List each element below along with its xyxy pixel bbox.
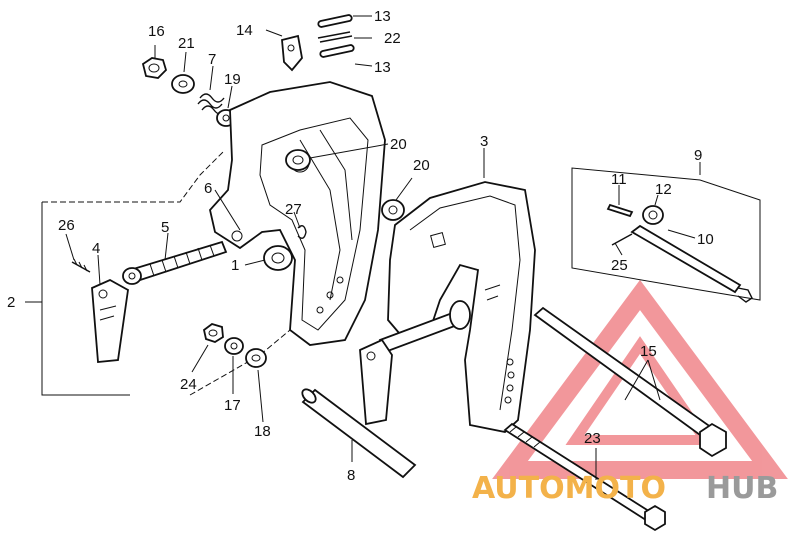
- pin-11: [606, 203, 634, 218]
- nut-16: [141, 57, 168, 79]
- washer-18: [245, 348, 267, 368]
- lever-4: [91, 278, 129, 363]
- watermark-automoto: AUTOMOTO: [472, 471, 666, 506]
- callout-24: 24: [180, 376, 197, 393]
- callout-9: 9: [694, 147, 702, 164]
- callout-labels: 16 21 7 19 14 13 22 13 20 20 3 9 11 12 1…: [7, 8, 714, 484]
- callout-13b: 13: [374, 59, 391, 76]
- bolt-23: [503, 422, 666, 532]
- callout-18: 18: [254, 423, 271, 440]
- callout-15: 15: [640, 343, 657, 360]
- washer-20b: [381, 199, 405, 221]
- callout-2: 2: [7, 294, 15, 311]
- clip-14: [281, 34, 303, 72]
- pin-26: [71, 258, 91, 273]
- swivel-bracket: [209, 81, 386, 346]
- callout-12: 12: [655, 181, 672, 198]
- callout-21: 21: [178, 35, 195, 52]
- callout-1: 1: [231, 257, 239, 274]
- rod-10: [630, 224, 753, 303]
- nut-24: [202, 323, 224, 343]
- watermark-logo: [492, 279, 788, 479]
- group-2-bracket: [41, 149, 291, 396]
- clamp-lever: [359, 338, 393, 426]
- washer-20a: [285, 149, 311, 171]
- watermark-hub: HUB: [706, 471, 778, 506]
- watermark-text: AUTOMOTO HUB: [472, 471, 778, 506]
- callout-13a: 13: [374, 8, 391, 25]
- callout-20a: 20: [390, 136, 407, 153]
- knob-12: [642, 205, 664, 225]
- washer-17: [224, 337, 244, 355]
- callout-6: 6: [204, 180, 212, 197]
- callout-4: 4: [92, 240, 100, 257]
- pin-27: [297, 225, 307, 239]
- callout-17: 17: [224, 397, 241, 414]
- pins-13-22: [317, 14, 355, 58]
- callout-19: 19: [224, 71, 241, 88]
- callout-10: 10: [697, 231, 714, 248]
- tube-8: [301, 388, 417, 479]
- callout-8: 8: [347, 467, 355, 484]
- bushing-1: [263, 245, 293, 271]
- callout-14: 14: [236, 22, 253, 39]
- callout-3: 3: [480, 133, 488, 150]
- callout-7: 7: [208, 51, 216, 68]
- callout-26: 26: [58, 217, 75, 234]
- leader-lines: [25, 15, 701, 480]
- adjusting-rod-5: [122, 240, 228, 285]
- callout-20b: 20: [413, 157, 430, 174]
- washer-21: [171, 74, 195, 94]
- callout-16: 16: [148, 23, 165, 40]
- callout-27: 27: [285, 201, 302, 218]
- callout-5: 5: [161, 219, 169, 236]
- callout-22: 22: [384, 30, 401, 47]
- callout-11: 11: [611, 171, 627, 188]
- group-9-bracket: [571, 167, 761, 301]
- bolt-15: [533, 306, 727, 458]
- callout-23: 23: [584, 430, 601, 447]
- callout-25: 25: [611, 257, 628, 274]
